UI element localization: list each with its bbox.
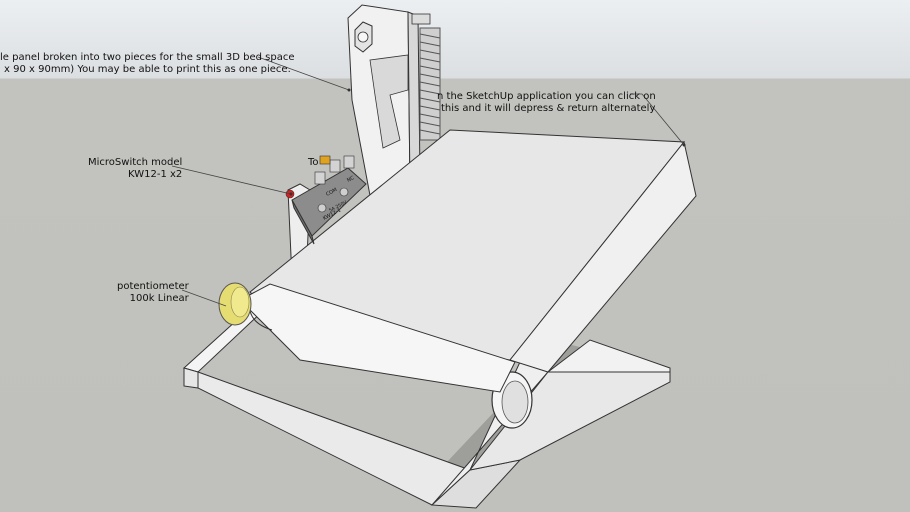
annotation-potentiometer[interactable]: potentiometer 100k Linear [117, 281, 189, 305]
switch-mark-nc: NC [346, 175, 356, 184]
base-right-top [546, 339, 671, 373]
spring-icon [419, 27, 441, 141]
annotation-panel-note-line2: x 90 x 90mm) You may be able to print th… [4, 64, 291, 75]
annotation-top-tag[interactable]: To [308, 157, 319, 168]
pedal-roller [239, 283, 516, 393]
leader-lines [171, 56, 685, 307]
annotation-click-note-line1: n the SketchUp application you can click… [437, 91, 656, 102]
back-plate-slot [369, 54, 409, 149]
annotation-click-note[interactable]: n the SketchUp application you can click… [437, 91, 656, 115]
annotation-microswitch-line1: MicroSwitch model [88, 157, 183, 168]
annotation-potentiometer-line1: potentiometer [117, 281, 189, 292]
top-microswitch-tab [319, 155, 331, 165]
annotation-panel-note-line1: le panel broken into two pieces for the … [0, 52, 295, 63]
annotation-panel-note[interactable]: le panel broken into two pieces for the … [0, 52, 294, 76]
annotation-potentiometer-line2: 100k Linear [129, 293, 189, 304]
bolt-stub [411, 13, 431, 25]
annotation-microswitch[interactable]: MicroSwitch model KW12-1 x2 [88, 157, 182, 181]
switch-mark-com: COM [325, 187, 338, 198]
annotation-microswitch-line2: KW12-1 x2 [128, 169, 183, 180]
microswitch-group[interactable] [285, 155, 367, 245]
annotation-click-note-line2: this and it will depress & return altern… [441, 103, 656, 114]
base-long-face [197, 371, 471, 506]
pedal-right-face [509, 140, 697, 373]
base-front-face [183, 367, 199, 389]
